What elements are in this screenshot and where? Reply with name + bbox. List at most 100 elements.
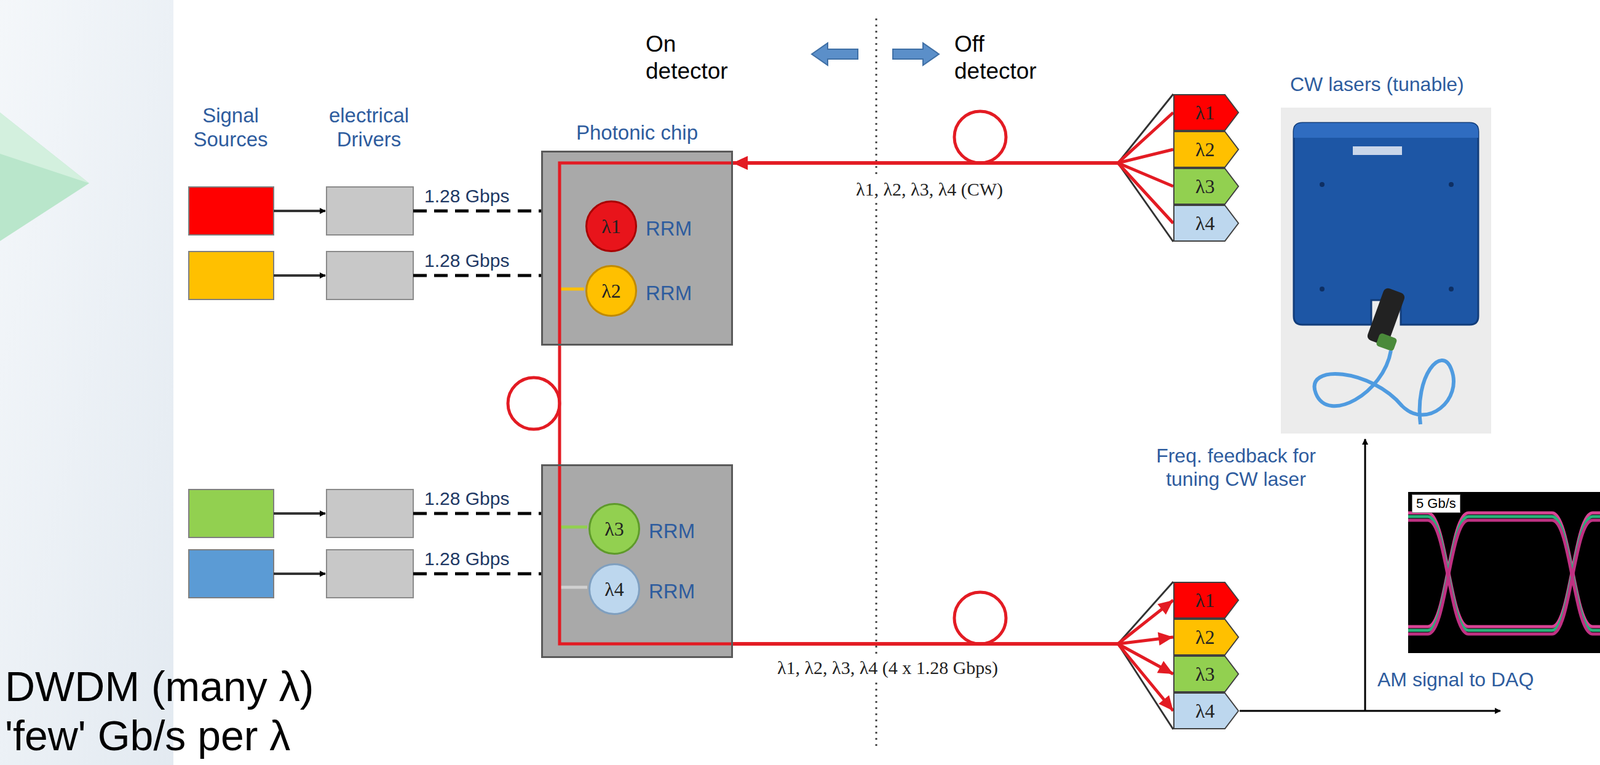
wavelength-label: λ4 <box>1195 699 1216 723</box>
arrow-head <box>1157 600 1174 615</box>
stub <box>559 525 588 529</box>
waveguide-connector <box>732 112 1174 170</box>
side-label: On detector <box>645 30 751 85</box>
ring-resonator-modulator: λ1 RRM <box>585 200 709 253</box>
wavelength-label: λ2 <box>1195 137 1216 162</box>
chevron-shape <box>0 112 90 242</box>
chevron-facet <box>0 112 90 184</box>
photonic-chip: Photonic chipλ1RRMλ2RRM <box>541 150 733 346</box>
wavelength-label: λ4 <box>1195 211 1216 235</box>
screw <box>1319 286 1325 292</box>
column-heading: Signal Sources <box>184 103 277 152</box>
waveguide-connector <box>732 156 1174 224</box>
column-heading: electrical Drivers <box>304 103 434 152</box>
signal-label: λ1, λ2, λ3, λ4 (CW) <box>852 178 1007 200</box>
ring-resonator-modulator: λ4 RRM <box>588 563 712 615</box>
wavelength-label: λ1 <box>601 215 622 238</box>
connector-line <box>732 162 1174 224</box>
connector-line <box>732 149 1174 163</box>
arrow-head <box>1157 632 1174 646</box>
source-box <box>188 251 274 300</box>
wavelength-label: λ1 <box>1195 100 1216 125</box>
waveguide <box>559 162 733 346</box>
source-box <box>188 489 274 538</box>
wavelength-label: λ3 <box>1195 174 1216 199</box>
data-rate: 1.28 Gbps <box>424 487 510 510</box>
waveguide-connector <box>732 643 1174 711</box>
device-label: RRM <box>645 281 692 306</box>
waveguide-connector <box>732 149 1174 170</box>
connector-line <box>558 345 562 465</box>
output-label: AM signal to DAQ <box>1377 667 1534 692</box>
ring-circle: λ2 <box>585 265 638 317</box>
wavelength-flag: λ1 <box>1173 581 1240 619</box>
wavelength-label: λ3 <box>1195 662 1216 686</box>
flag-outline <box>1173 693 1239 729</box>
wavelength-label: λ3 <box>604 517 625 540</box>
wavelength-label: λ4 <box>604 578 625 601</box>
fiber-cable <box>1314 350 1454 425</box>
waveguide <box>559 464 733 644</box>
screw <box>1319 182 1325 187</box>
flag-outline <box>1173 94 1239 131</box>
detector-boundary <box>875 18 878 748</box>
arrow-line <box>273 512 326 515</box>
source-box <box>188 186 274 235</box>
chip-fill <box>541 150 733 346</box>
ring-stubs <box>559 289 588 588</box>
flag-outline <box>1173 619 1239 655</box>
laser-photo <box>1280 107 1492 434</box>
ring-resonator-modulator: λ3 RRM <box>588 502 712 555</box>
wavelength-flag: λ1 <box>1173 94 1240 131</box>
side-label: Off detector <box>954 30 1066 85</box>
data-rate: 1.28 Gbps <box>424 547 510 570</box>
device-label: RRM <box>648 579 695 604</box>
side-panel <box>0 0 174 765</box>
flag-outline <box>1173 205 1239 242</box>
connector-ring <box>1375 332 1398 352</box>
eye-trace <box>1408 520 1600 634</box>
signal-sources <box>188 186 274 598</box>
left-arrow <box>811 43 858 66</box>
ring-circle: λ4 <box>588 563 641 615</box>
screw <box>1448 286 1454 292</box>
arrow-head <box>1157 661 1174 674</box>
eye-ground <box>1408 491 1600 654</box>
chip-heading: Photonic chip <box>518 120 756 146</box>
ring-resonator-modulator: λ2 RRM <box>585 265 709 317</box>
wavelength-flag: λ3 <box>1173 167 1240 205</box>
device-label: RRM <box>648 518 695 544</box>
arrow-head <box>732 156 748 170</box>
eye-diagram <box>1408 491 1600 654</box>
arrow-line <box>273 209 326 213</box>
arrow-head <box>732 156 748 170</box>
driver-box <box>326 549 414 598</box>
connector-line <box>732 600 1174 644</box>
chip-fill <box>541 464 733 658</box>
summary-text: DWDM (many λ) <box>4 661 314 711</box>
flag-outline <box>1173 168 1239 205</box>
feedback-arrow <box>1364 439 1367 711</box>
wavelength-flag: λ2 <box>1173 130 1240 168</box>
arrow-head <box>1158 694 1174 711</box>
screw <box>1448 182 1454 187</box>
driver-box <box>326 251 414 300</box>
device-label: RRM <box>645 216 692 242</box>
stub <box>559 287 585 291</box>
data-rate: 1.28 Gbps <box>424 185 510 207</box>
fiber-ring <box>954 592 1006 644</box>
arrow-head <box>732 156 748 170</box>
ring-circle: λ1 <box>585 200 638 253</box>
arrow-line <box>273 572 326 575</box>
laser-top <box>1293 122 1479 138</box>
photonic-chip: λ3RRMλ4RRM <box>541 464 733 658</box>
flag-outline <box>1173 582 1239 618</box>
arrow-head <box>732 156 748 170</box>
arrow-line <box>273 274 326 277</box>
wavelength-label: λ2 <box>601 279 622 302</box>
summary-text: 'few' Gb/s per λ <box>4 710 291 761</box>
wavelength-flag: λ4 <box>1173 692 1240 730</box>
flag-outline <box>1173 131 1239 168</box>
flag-outline <box>1173 656 1239 692</box>
photo-ground <box>1280 107 1492 434</box>
